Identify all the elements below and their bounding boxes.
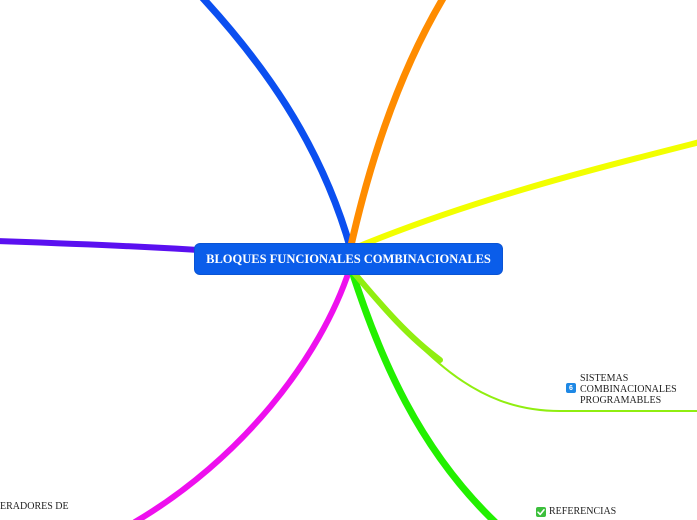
node-generadores-partial[interactable]: ERADORES DE xyxy=(0,501,69,512)
node-referencias[interactable]: REFERENCIAS xyxy=(549,506,616,517)
node-sistemas-combinacionales-programables[interactable]: SISTEMAS COMBINACIONALES PROGRAMABLES xyxy=(580,373,677,406)
node-sistemas-line1: SISTEMAS xyxy=(580,373,629,384)
branch-green[interactable] xyxy=(346,261,498,520)
check-icon xyxy=(536,507,546,517)
branch-magenta[interactable] xyxy=(132,265,353,520)
badge-number-text: 6 xyxy=(569,384,573,392)
central-topic[interactable]: BLOQUES FUNCIONALES COMBINACIONALES xyxy=(195,244,502,274)
branch-lime-root xyxy=(347,265,443,363)
branch-yellow[interactable] xyxy=(347,139,697,253)
node-sistemas-line3: PROGRAMABLES xyxy=(580,395,662,406)
central-topic-label: BLOQUES FUNCIONALES COMBINACIONALES xyxy=(206,251,491,266)
branch-orange[interactable] xyxy=(346,0,447,254)
number-badge-icon: 6 xyxy=(566,383,576,393)
node-referencias-label: REFERENCIAS xyxy=(549,506,617,517)
node-sistemas-line2: COMBINACIONALES xyxy=(580,384,677,395)
node-generadores-label: ERADORES DE xyxy=(0,501,69,512)
branch-blue[interactable] xyxy=(199,0,355,254)
